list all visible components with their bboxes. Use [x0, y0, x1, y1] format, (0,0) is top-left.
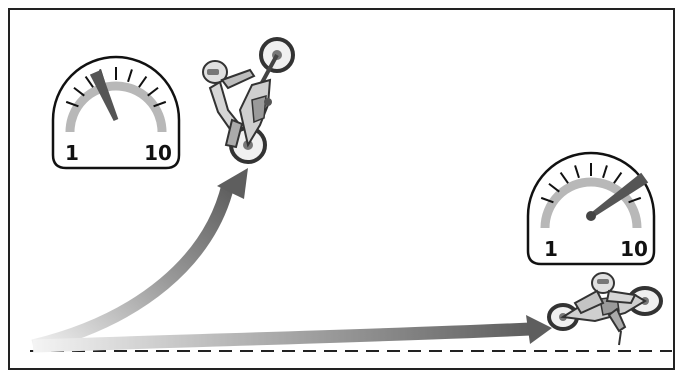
speed-gauge-low: 1 10 [53, 57, 179, 168]
gauge-min-label: 1 [65, 141, 79, 165]
gauge-min-label: 1 [544, 237, 558, 261]
gauge-max-label: 10 [144, 141, 172, 165]
gauge-max-label: 10 [620, 237, 648, 261]
gauge-pivot [586, 211, 596, 221]
speed-gauge-high: 1 10 [528, 153, 654, 264]
